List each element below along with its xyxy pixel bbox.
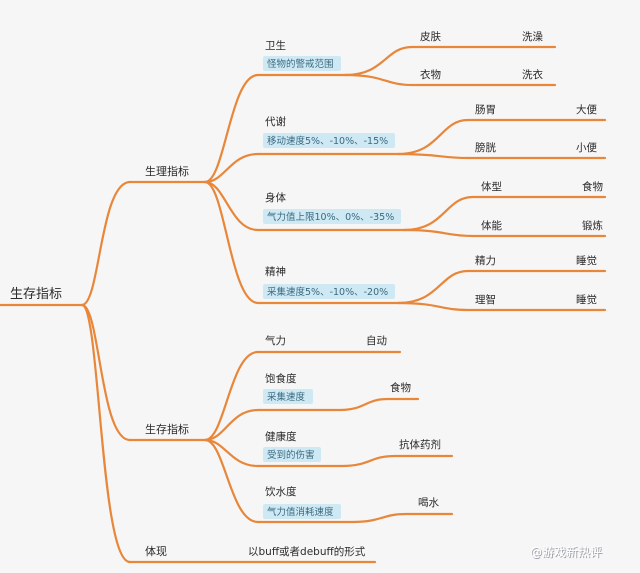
health-note-bg [263, 447, 321, 462]
watermark-text: @游戏新热评 [530, 544, 602, 559]
hygiene-note-bg [263, 56, 341, 71]
health-line [256, 454, 454, 468]
health-value: 抗体药剂 [399, 438, 441, 451]
watermark-shadow: @游戏新热评 [531, 545, 603, 560]
spirit-note: 采集速度5%、-10%、-20% [267, 286, 388, 298]
hydration-note: 气力值消耗速度 [267, 506, 334, 518]
hygiene-item-a-2: 衣物 [420, 68, 441, 81]
satiety-value: 食物 [390, 381, 411, 394]
satiety-label: 饱食度 [265, 372, 297, 385]
edge-stomach [396, 118, 607, 156]
stamina-label: 气力 [265, 334, 286, 347]
branch-lines [0, 45, 607, 564]
body-item-a-2: 体能 [481, 219, 502, 232]
edge-physique [402, 195, 607, 232]
hygiene-item-b-1: 洗澡 [522, 31, 543, 43]
health-note: 受到的伤害 [267, 449, 315, 461]
edge-physio-metabolism [203, 152, 260, 184]
body-note: 气力值上限10%、0%、-35% [267, 211, 394, 223]
metabolism-note-bg [263, 133, 395, 148]
metabolism-note: 移动速度5%、-10%、-15% [267, 135, 388, 147]
hydration-note-bg [263, 504, 341, 519]
hygiene-label: 卫生 [265, 39, 286, 52]
watermark: @游戏新热评 @游戏新热评 [530, 544, 603, 560]
metabolism-item-b-1: 大便 [576, 103, 597, 116]
body-note-bg [263, 209, 401, 224]
spirit-item-b-1: 睡觉 [576, 254, 597, 267]
body-item-b-1: 食物 [582, 180, 603, 193]
edge-stamina-b [402, 228, 607, 238]
edge-root-embody [80, 303, 132, 564]
metabolism-label: 代谢 [265, 115, 286, 128]
metabolism-item-a-2: 膀胱 [475, 141, 496, 154]
hydration-value: 喝水 [418, 497, 439, 509]
spirit-note-bg [263, 284, 395, 299]
edge-physio-body [203, 180, 260, 232]
stamina-value: 自动 [366, 334, 387, 347]
edge-physio-spirit [203, 180, 260, 305]
body-label: 身体 [265, 191, 286, 204]
hygiene-note: 怪物的警戒范围 [267, 58, 334, 70]
satiety-note: 采集速度 [267, 391, 306, 403]
root-title: 生存指标 [10, 287, 62, 302]
edge-survival-satiety [203, 408, 260, 442]
embody-desc: 以buff或者debuff的形式 [248, 545, 366, 558]
hygiene-item-b-2: 洗衣 [522, 68, 543, 81]
satiety-note-bg [263, 389, 313, 404]
spirit-item-b-2: 睡觉 [576, 293, 597, 306]
edge-root-survival [80, 303, 132, 442]
metabolism-item-a-1: 肠胃 [475, 104, 496, 116]
edge-bladder [396, 152, 607, 160]
edge-root-physio [80, 180, 132, 307]
spirit-label: 精神 [265, 265, 286, 278]
hydration-line [256, 512, 454, 524]
edge-skin [343, 45, 557, 77]
embody-title: 体现 [145, 544, 167, 558]
satiety-line [256, 397, 420, 412]
edge-physio-hygiene [203, 73, 260, 184]
survival-title: 生存指标 [145, 422, 189, 436]
edge-clothes [343, 73, 557, 87]
physio-title: 生理指标 [145, 164, 189, 178]
spirit-item-a-1: 精力 [475, 254, 496, 267]
health-label: 健康度 [265, 430, 297, 443]
body-item-a-1: 体型 [481, 180, 502, 193]
hygiene-item-a-1: 皮肤 [420, 30, 441, 43]
edge-survival-stamina [203, 350, 260, 442]
edge-survival-hydration [203, 438, 260, 524]
metabolism-item-b-2: 小便 [576, 141, 597, 154]
spirit-item-a-2: 理智 [475, 293, 496, 306]
edge-energy [396, 269, 607, 305]
hydration-label: 饮水度 [265, 485, 297, 498]
body-item-b-2: 锻炼 [582, 219, 603, 232]
edge-sanity [396, 301, 607, 312]
